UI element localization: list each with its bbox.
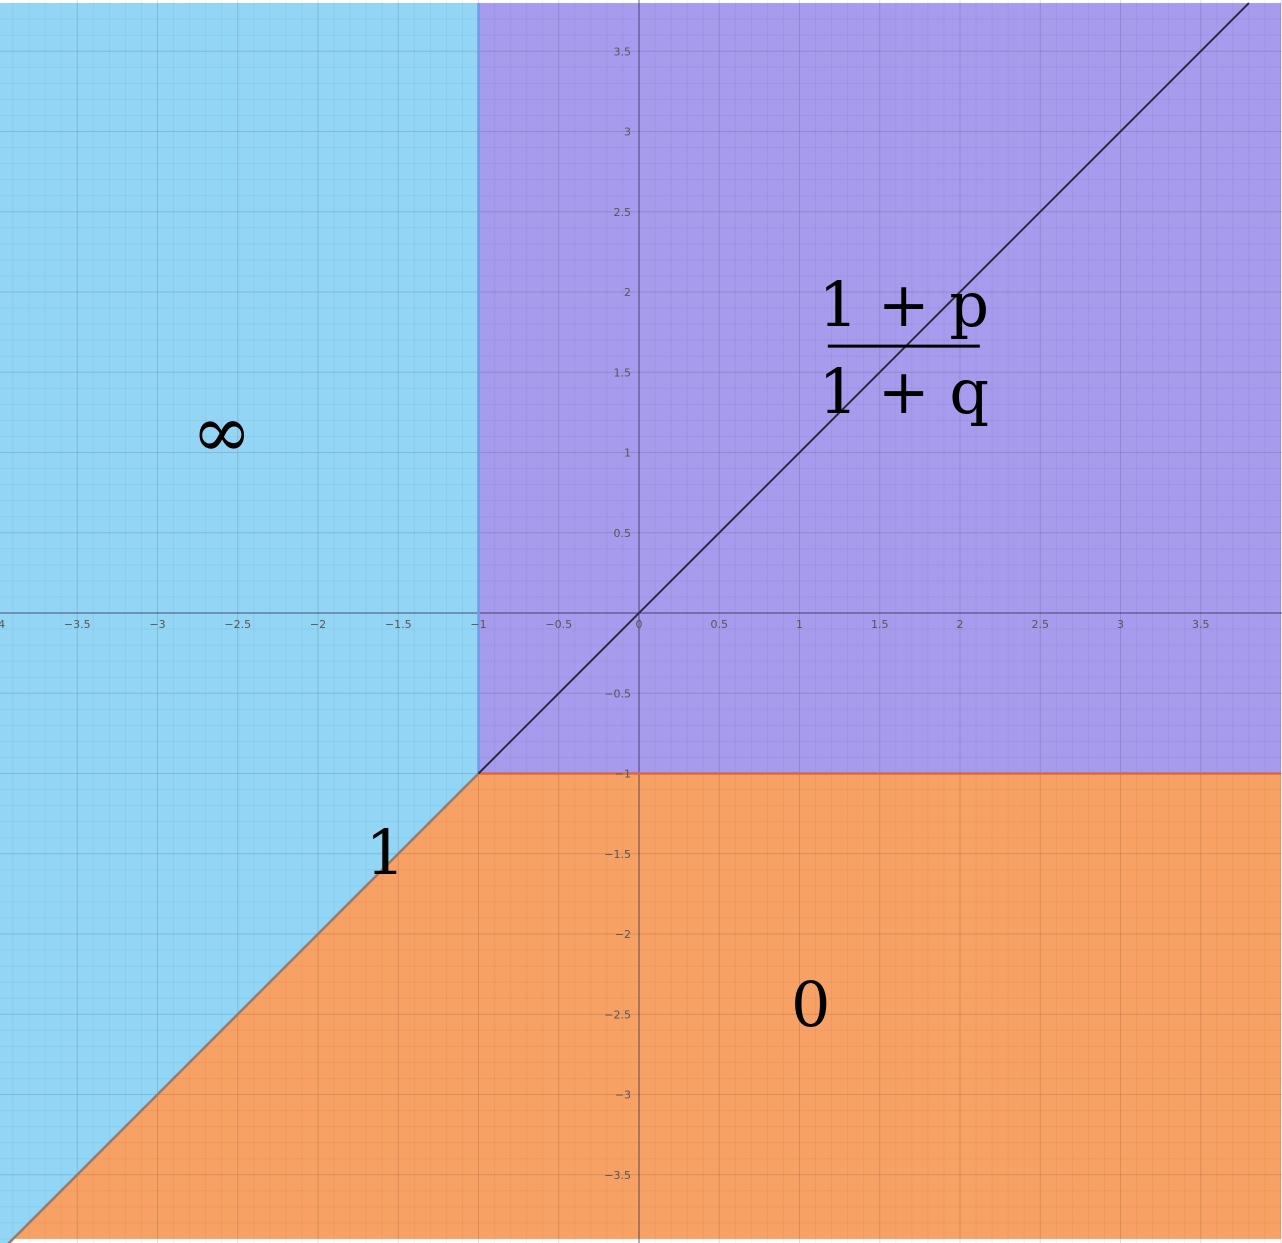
boundary-annotation: 1 — [366, 816, 405, 889]
diagonal-line — [477, 2, 1250, 775]
tick-labels-layer: −4 −3.5 −3 −2.5 −2 −1.5 −1 −0.5 0 0.5 1 1.5 2 2.5 3 3.5… — [0, 45, 1210, 1182]
x-tick-label: −3 — [149, 618, 165, 631]
x-tick-label: 2.5 — [1032, 618, 1050, 631]
region-2 — [13, 773, 1282, 1239]
regions-layer — [0, 3, 1282, 1243]
x-tick-label: 0 — [636, 618, 643, 631]
x-tick-label: −1.5 — [385, 618, 412, 631]
x-tick-label: 2 — [957, 618, 964, 631]
fraction-denominator: 1 + q — [819, 355, 990, 428]
y-tick-label: −1.5 — [604, 848, 631, 861]
y-tick-label: −2 — [615, 928, 631, 941]
fraction-numerator: 1 + p — [819, 268, 990, 341]
y-tick-label: −0.5 — [604, 687, 631, 700]
region-label-2: 0 — [791, 968, 830, 1041]
y-tick-label: −3.5 — [604, 1169, 631, 1182]
x-tick-label: 3.5 — [1192, 618, 1210, 631]
x-tick-label: 3 — [1117, 618, 1124, 631]
region-label-0: ∞ — [192, 389, 252, 473]
y-tick-label: 0.5 — [614, 527, 632, 540]
x-tick-label: −4 — [0, 618, 5, 631]
region-1 — [478, 3, 1281, 774]
y-tick-label: 1 — [624, 447, 631, 460]
region-labels-layer: ∞ 1 + p 1 + q 0 1 — [192, 268, 989, 1041]
region-0 — [0, 3, 479, 1243]
x-tick-label: −2 — [310, 618, 326, 631]
y-tick-label: 2 — [624, 286, 631, 299]
x-tick-label: 1.5 — [871, 618, 889, 631]
y-tick-label: −1 — [615, 768, 631, 781]
boundaries-layer — [7, 2, 1281, 1243]
y-tick-label: 3.5 — [614, 45, 632, 58]
x-tick-label: −2.5 — [224, 618, 251, 631]
y-tick-label: −2.5 — [604, 1008, 631, 1021]
x-tick-label: 1 — [796, 618, 803, 631]
y-tick-label: −3 — [615, 1089, 631, 1102]
boundary-line-2 — [7, 772, 480, 1243]
x-tick-label: 0.5 — [711, 618, 729, 631]
y-tick-label: 3 — [624, 126, 631, 139]
x-tick-label: −3.5 — [64, 618, 91, 631]
x-tick-label: −0.5 — [545, 618, 572, 631]
y-tick-label: 1.5 — [614, 366, 632, 379]
x-tick-label: −1 — [470, 618, 486, 631]
y-tick-label: 2.5 — [614, 206, 632, 219]
